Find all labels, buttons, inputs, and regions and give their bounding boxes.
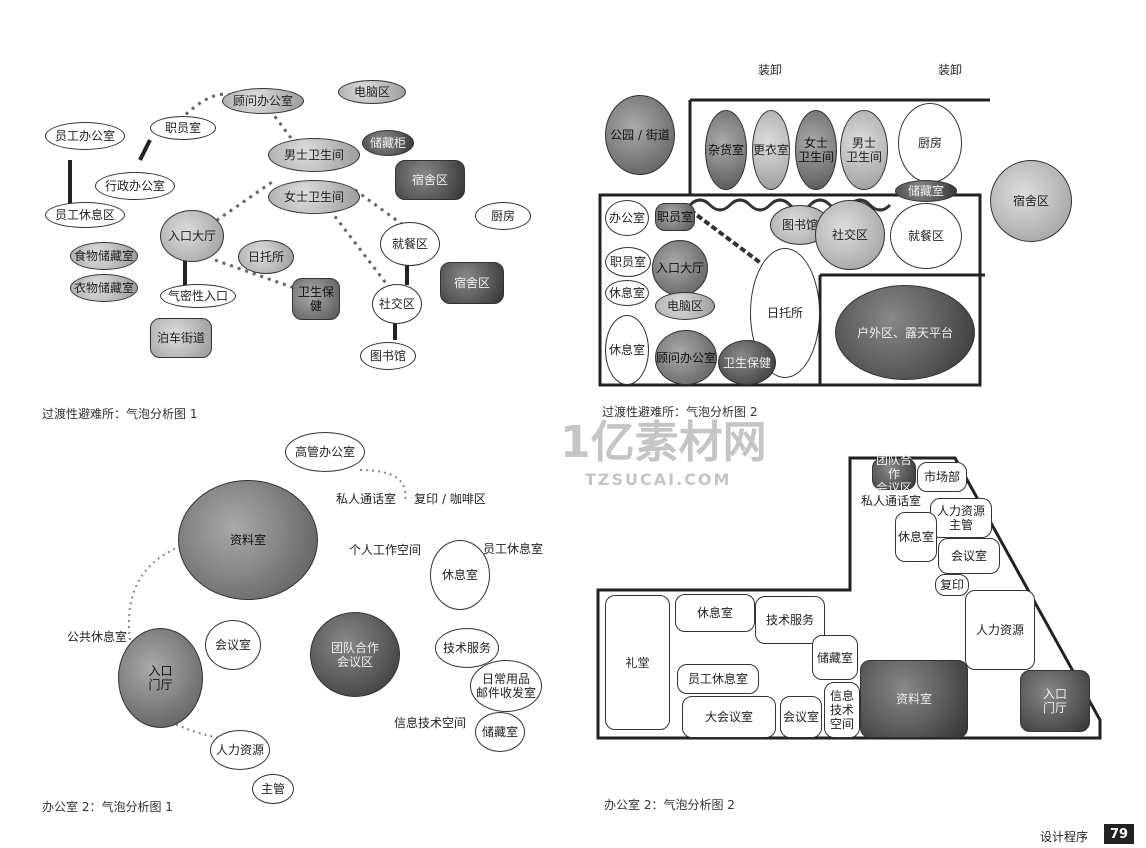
bubble-panel1-10: 入口大厅 [160,210,224,262]
bubble-panel2-22: 顾问办公室 [655,330,717,385]
bubble-panel3-15: 人力资源 [210,730,270,770]
bubble-panel3-10: 技术服务 [435,628,499,668]
bubble-panel4-14: 入口 门厅 [1020,670,1090,732]
bubble-panel3-12: 入口 门厅 [118,628,203,728]
bubble-panel4-8: 技术服务 [755,596,825,644]
bubble-panel4-16: 会议室 [780,696,822,738]
bubble-panel4-13: 资料室 [860,660,968,738]
bubble-panel3-5: 员工休息室 [482,542,543,556]
bubble-panel3-3: 资料室 [178,480,318,600]
bubble-panel4-6: 复印 [935,574,969,596]
bubble-panel2-6: 男士 卫生间 [840,110,888,190]
bubble-panel2-16: 入口大厅 [652,240,708,296]
bubble-panel2-21: 休息室 [605,315,649,385]
bubble-panel3-6: 休息室 [430,540,490,610]
bubble-panel1-0: 顾问办公室 [222,88,304,114]
bubble-panel2-2: 公园 / 街道 [605,95,675,175]
bubble-panel2-4: 更衣室 [752,110,790,190]
bubble-panel1-2: 职员室 [150,116,216,140]
bubble-panel1-14: 食物储藏室 [70,242,138,270]
bubble-panel4-15: 大会议室 [682,696,776,738]
bubble-panel2-10: 办公室 [605,200,649,236]
bubble-panel1-16: 气密性入口 [160,284,236,308]
bubble-panel1-1: 电脑区 [338,80,406,104]
bubble-panel2-13: 社交区 [815,200,885,270]
bubble-panel1-11: 厨房 [475,202,531,230]
bubble-panel1-5: 储藏柜 [362,130,414,156]
bubble-panel4-10: 礼堂 [605,595,670,730]
bubble-panel2-23: 卫生保健 [718,340,776,385]
bubble-panel2-5: 女士 卫生间 [795,110,837,190]
bubble-panel1-19: 宿舍区 [440,262,504,304]
bubble-panel4-7: 休息室 [675,594,755,632]
bubble-panel2-8: 储藏室 [895,180,957,202]
bubble-panel1-8: 宿舍区 [395,160,465,200]
footer-section-label: 设计程序 [1040,830,1089,844]
bubble-panel2-7: 厨房 [898,103,962,183]
bubble-panel3-2: 复印 / 咖啡区 [414,492,486,506]
bubble-panel4-3: 人力资源 主管 [930,498,992,538]
bubble-panel4-0: 团队合作 会议区 [872,453,916,495]
bubble-panel2-18: 电脑区 [655,292,715,320]
caption-office-2: 办公室 2：气泡分析图 2 [604,798,735,812]
bubble-panel1-20: 泊车街道 [150,318,212,358]
bubble-panel3-14: 储藏室 [475,712,525,752]
bubble-panel4-5: 会议室 [938,538,1000,574]
bubble-panel1-4: 男士卫生间 [268,138,360,172]
bubble-panel1-3: 员工办公室 [45,122,125,150]
caption-shelter-2: 过渡性避难所：气泡分析图 2 [602,405,758,419]
bubble-panel3-11: 日常用品 邮件收发室 [470,660,542,712]
bubble-panel3-4: 个人工作空间 [348,543,421,557]
bubble-panel1-18: 社交区 [372,284,422,324]
bubble-panel3-0: 高管办公室 [285,432,365,472]
bubble-panel1-21: 图书馆 [360,342,416,370]
bubble-panel3-7: 公共休息室 [66,630,127,644]
bubble-panel3-8: 会议室 [205,620,261,670]
bubble-panel4-12: 员工休息室 [677,664,759,694]
bubble-panel2-20: 户外区、露天平台 [835,285,975,380]
bubble-panel1-9: 员工休息区 [45,202,125,228]
bubble-panel4-9: 人力资源 [965,590,1035,670]
bubble-panel3-1: 私人通话室 [335,492,396,506]
bubble-panel1-12: 就餐区 [380,222,440,266]
caption-shelter-1: 过渡性避难所：气泡分析图 1 [42,407,198,421]
bubble-panel2-3: 杂货室 [705,110,747,190]
page-number: 79 [1104,824,1134,844]
bubble-panel4-11: 储藏室 [812,635,858,680]
bubble-panel2-0: 装卸 [757,63,782,77]
bubble-panel2-15: 职员室 [605,247,651,277]
bubble-panel4-1: 市场部 [917,462,967,492]
bubble-panel4-2: 私人通话室 [860,494,921,508]
bubble-panel2-17: 休息室 [605,280,649,306]
bubble-panel3-9: 团队合作 会议区 [310,612,400,697]
bubble-panel3-13: 信息技术空间 [393,716,466,730]
caption-office-1: 办公室 2：气泡分析图 1 [42,800,173,814]
bubble-panel2-14: 就餐区 [890,203,962,269]
bubble-panel1-15: 衣物储藏室 [70,274,138,302]
bubble-panel1-17: 卫生保健 [292,278,340,320]
bubble-panel2-9: 宿舍区 [990,160,1072,242]
bubble-panel4-4: 休息室 [895,512,937,562]
bubble-panel1-6: 行政办公室 [95,172,175,200]
bubble-panel2-11: 职员室 [655,203,695,231]
bubble-panel4-17: 信息 技术 空间 [824,682,860,738]
bubble-panel1-7: 女士卫生间 [268,180,360,214]
bubble-panel3-16: 主管 [252,774,294,804]
bubble-panel1-13: 日托所 [238,240,294,274]
bubble-panel2-1: 装卸 [937,63,962,77]
